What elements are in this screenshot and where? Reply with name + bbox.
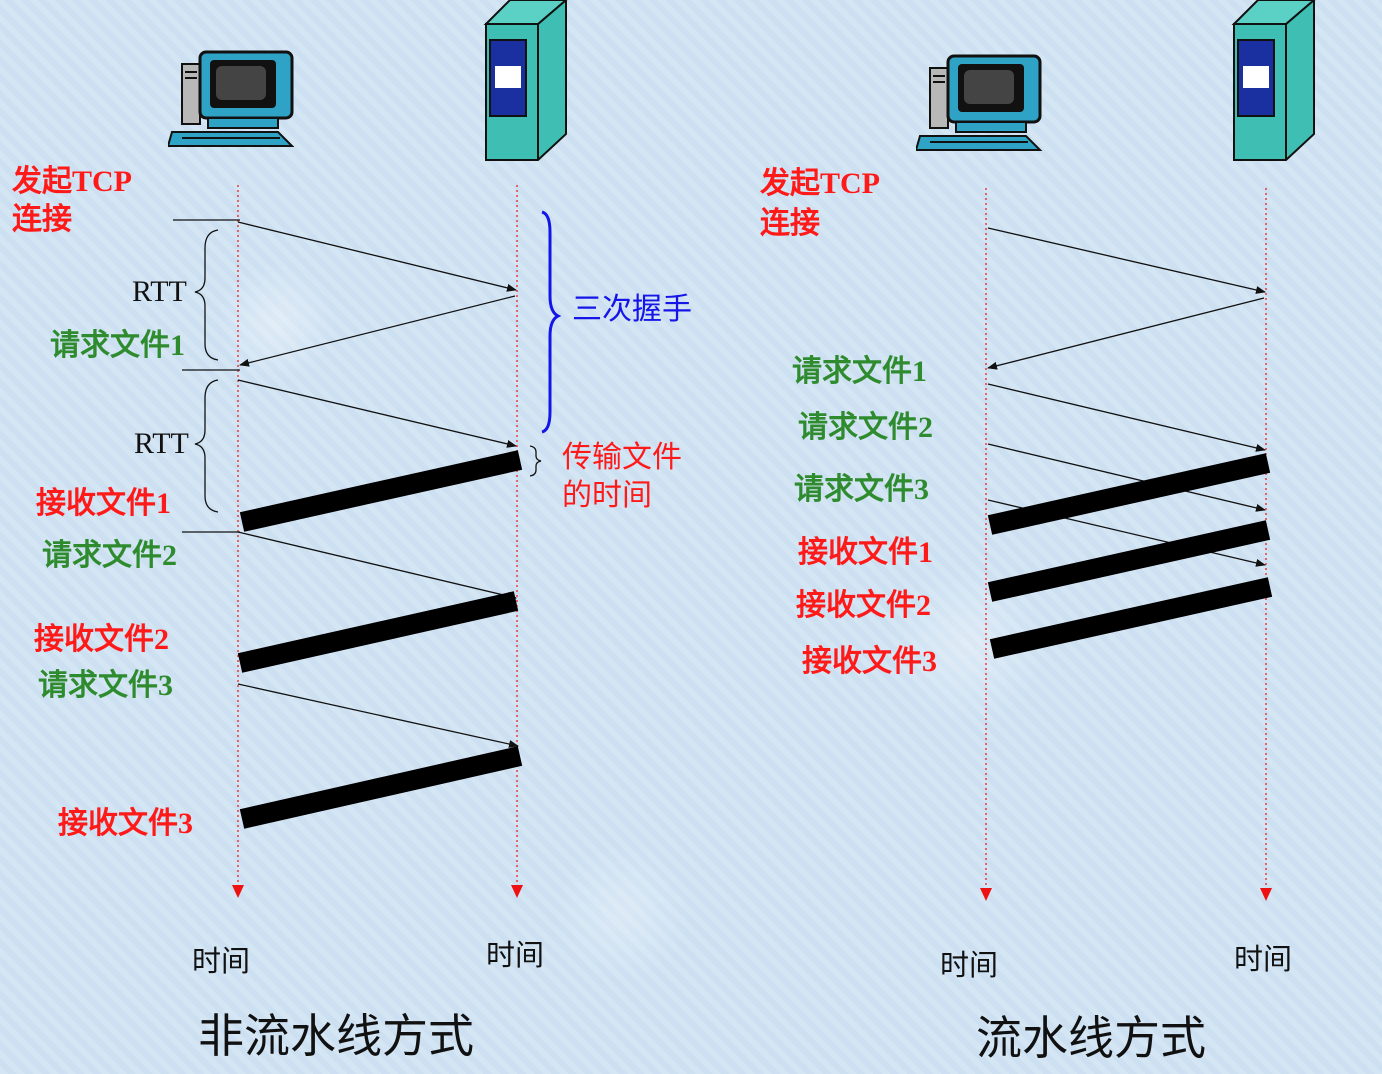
left-recv1-label: 接收文件1 <box>36 487 171 520</box>
left-transfer-label-line2: 的时间 <box>562 479 652 512</box>
left-handshake-label: 三次握手 <box>572 293 692 326</box>
right-req1-arrow <box>987 383 1266 452</box>
left-recv2-label: 接收文件2 <box>34 623 169 656</box>
server-icon <box>1231 0 1316 161</box>
right-file3-bar <box>989 577 1273 659</box>
left-recv3-label: 接收文件3 <box>58 807 193 840</box>
left-rtt1-brace <box>194 229 219 361</box>
right-recv3-label: 接收文件3 <box>802 645 937 678</box>
right-req2-label: 请求文件2 <box>798 411 933 444</box>
right-req2-arrow <box>987 443 1266 512</box>
right-server-time-label: 时间 <box>1234 942 1293 976</box>
left-client-timeline-arrowhead <box>232 885 244 898</box>
right-connect-label: 连接 <box>760 207 820 240</box>
left-client-time-label: 时间 <box>192 944 251 978</box>
left-file3-bar <box>239 746 523 829</box>
right-synack-arrow <box>987 297 1265 370</box>
left-syn-arrow <box>237 221 517 292</box>
right-caption: 流水线方式 <box>976 1011 1206 1065</box>
left-req2-label: 请求文件2 <box>42 539 177 572</box>
left-rtt2-label: RTT <box>134 427 189 460</box>
right-server-timeline-arrowhead <box>1260 888 1272 901</box>
right-file1-bar <box>987 453 1271 535</box>
left-synack-arrow <box>239 295 516 367</box>
left-req1-arrow <box>237 379 517 448</box>
left-connect-label: 连接 <box>12 203 72 236</box>
left-handshake-brace <box>541 210 562 434</box>
right-recv1-label: 接收文件1 <box>798 536 933 569</box>
left-transfer-label-line1: 传输文件 <box>562 441 682 474</box>
left-server-time-label: 时间 <box>486 938 545 972</box>
server-icon <box>483 0 568 161</box>
left-req1-label: 请求文件1 <box>50 329 185 362</box>
left-req3-arrow <box>237 683 519 748</box>
left-caption: 非流水线方式 <box>198 1009 474 1063</box>
left-req3-label: 请求文件3 <box>38 669 173 702</box>
right-syn-arrow <box>987 227 1266 294</box>
right-req3-label: 请求文件3 <box>794 473 929 506</box>
computer-icon <box>168 50 295 147</box>
computer-icon <box>916 54 1043 151</box>
left-file2-bar <box>237 591 519 673</box>
right-recv2-label: 接收文件2 <box>796 589 931 622</box>
right-initiate-tcp-label: 发起TCP <box>760 167 880 200</box>
left-file1-bar <box>239 450 523 532</box>
right-client-timeline-arrowhead <box>980 888 992 901</box>
left-req2-arrow <box>237 531 517 600</box>
right-file2-bar <box>987 520 1271 602</box>
left-initiate-tcp-label: 发起TCP <box>12 165 132 198</box>
right-req1-label: 请求文件1 <box>792 355 927 388</box>
left-transfer-brace <box>529 445 542 477</box>
left-server-timeline-arrowhead <box>511 885 523 898</box>
left-rtt2-brace <box>194 379 219 513</box>
left-rtt1-label: RTT <box>132 275 187 308</box>
right-client-time-label: 时间 <box>940 948 999 982</box>
